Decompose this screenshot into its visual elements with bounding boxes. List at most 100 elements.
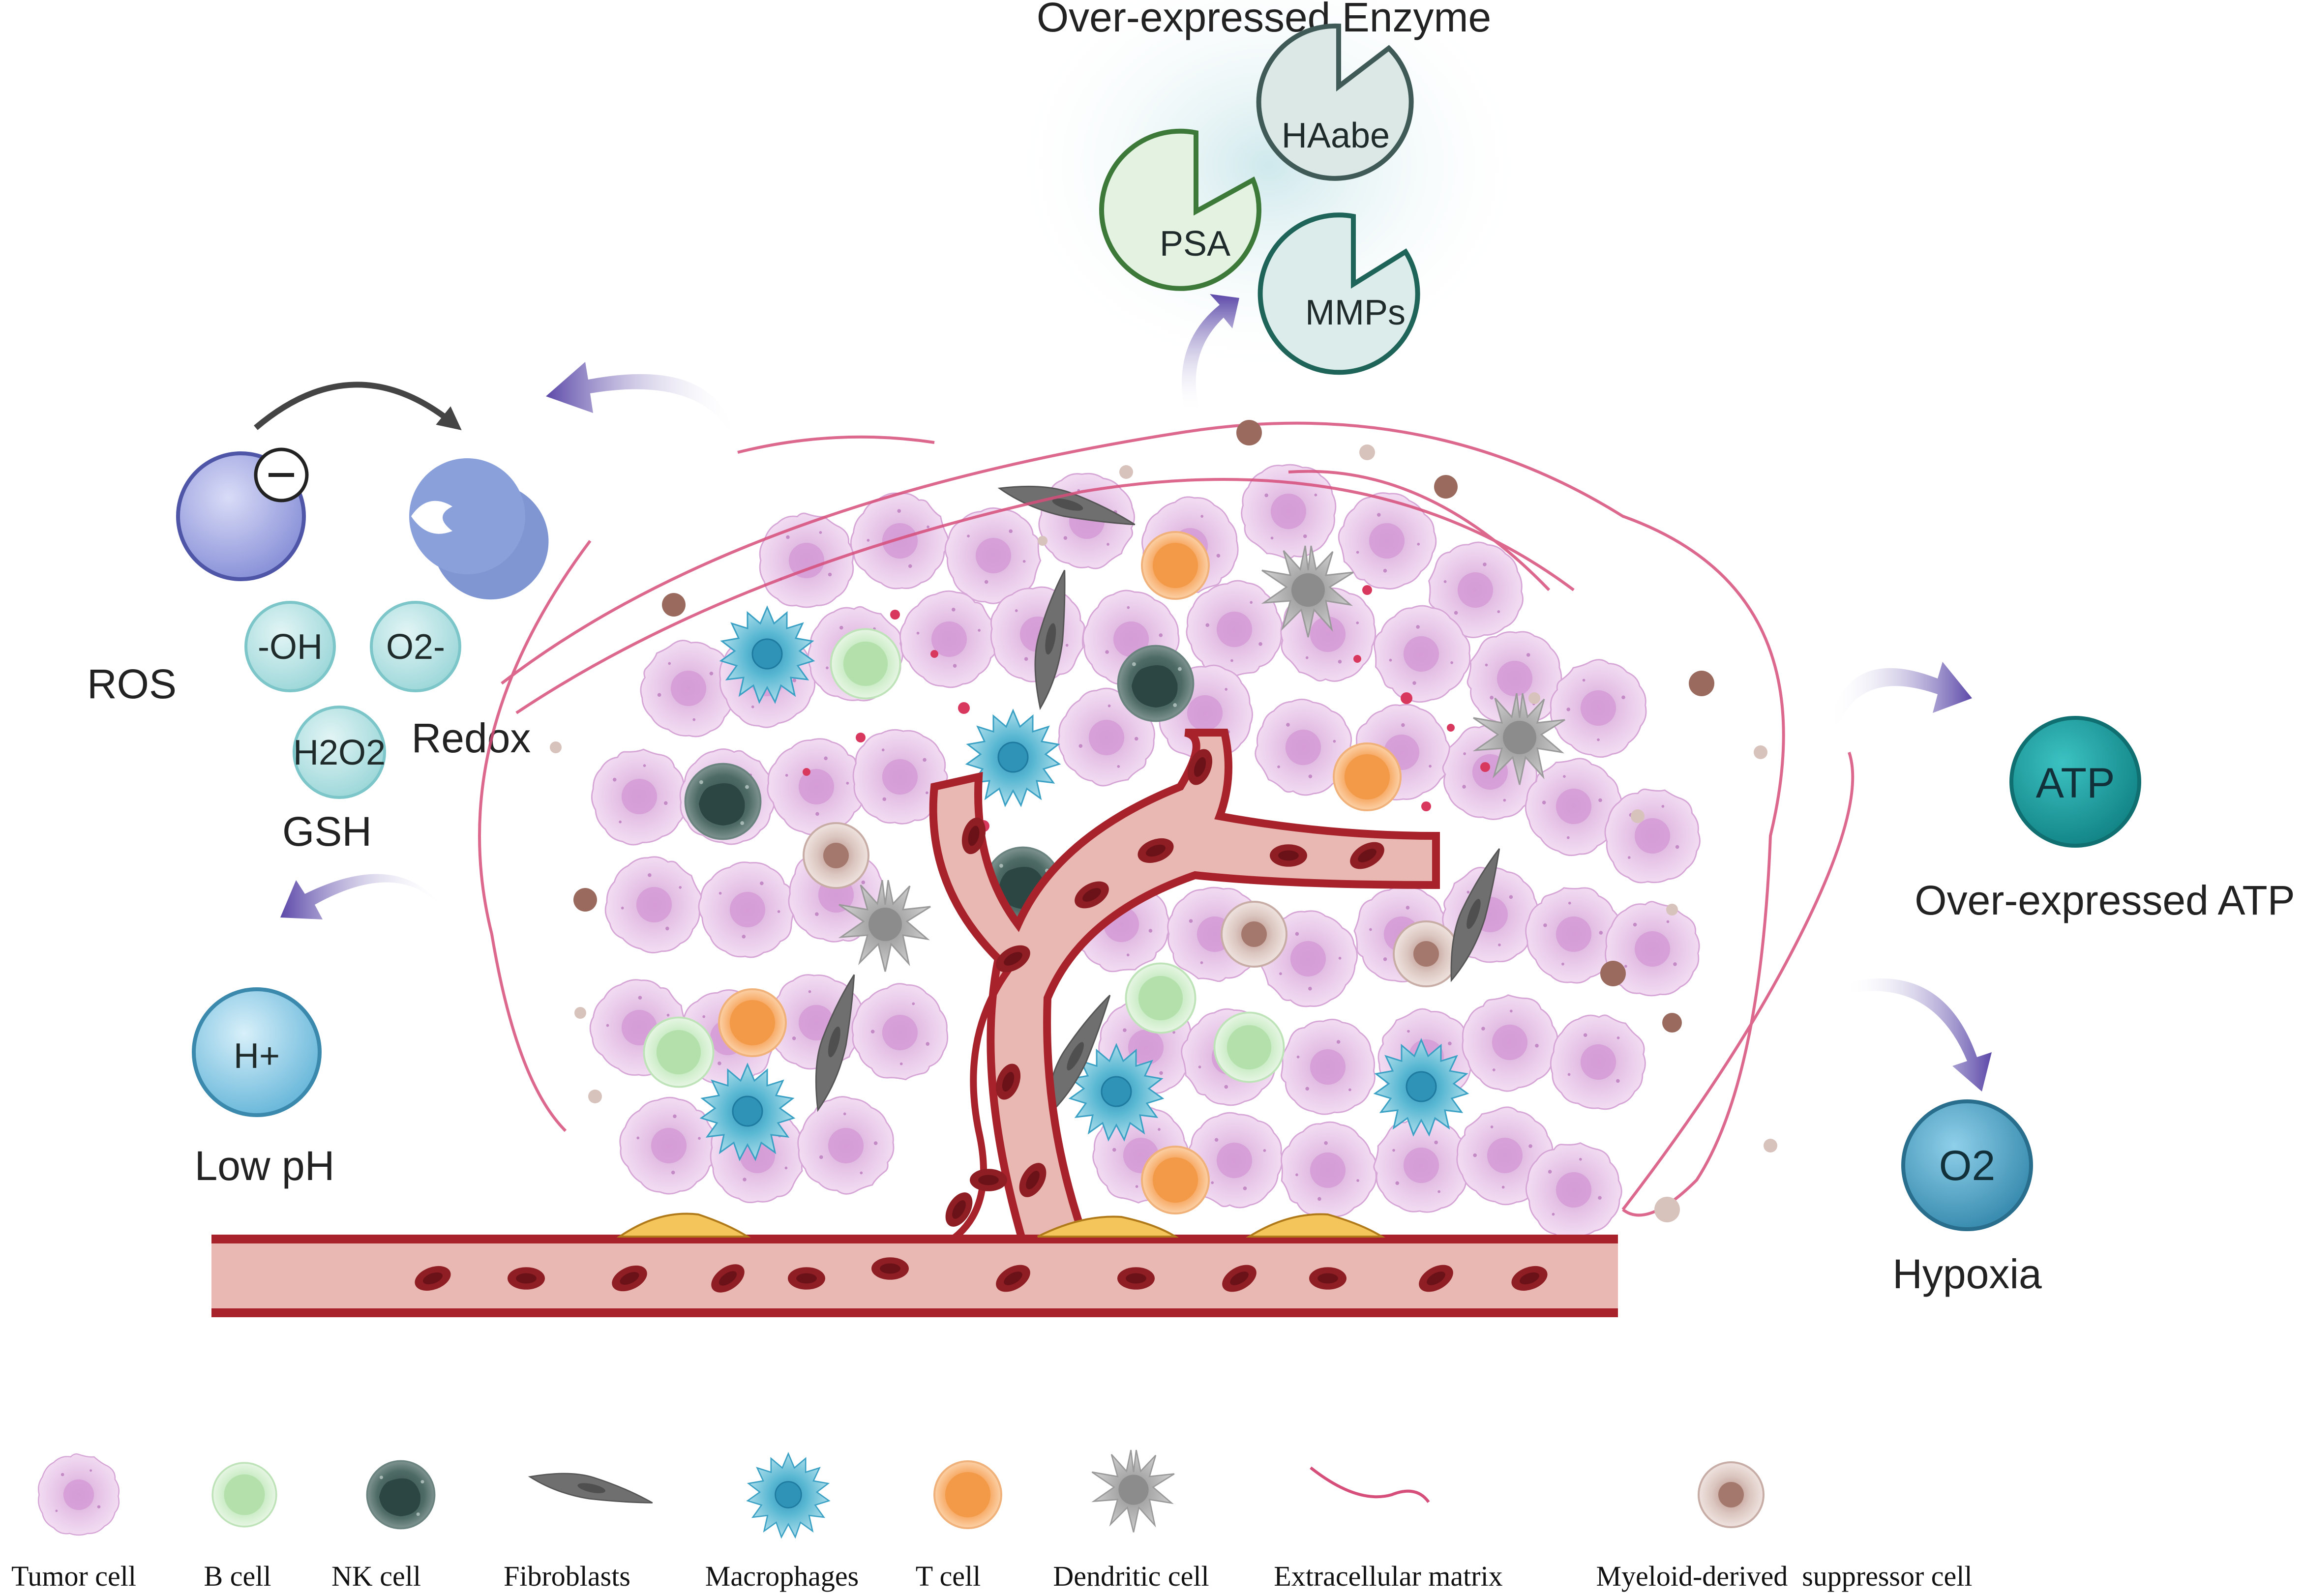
legend-b-cell: B cell	[204, 1560, 271, 1592]
particle	[1362, 585, 1372, 595]
tumor-cell-icon	[37, 1453, 120, 1536]
particle	[1666, 904, 1678, 916]
tumor-cell	[1447, 979, 1572, 1105]
particle	[1353, 655, 1361, 663]
legend-mdsc: Myeloid-derived suppressor cell	[1596, 1560, 1972, 1592]
endothelial-cell-1	[616, 1212, 751, 1238]
ecm-fiber-3	[478, 540, 592, 1132]
nk-cell	[1117, 645, 1195, 722]
enzyme-mmps-label: MMPs	[1305, 293, 1406, 332]
myeloid-derived-suppressor-cell	[803, 822, 869, 889]
particle	[1119, 465, 1133, 479]
endothelial-cell-2	[1037, 1215, 1179, 1238]
b-cell	[643, 1016, 715, 1088]
red-blood-cell	[940, 1187, 978, 1232]
endothelial-cells	[616, 1212, 1385, 1238]
t-cell	[1333, 742, 1402, 811]
t-cell	[718, 988, 787, 1057]
b-cell-icon	[211, 1462, 277, 1528]
myeloid-derived-suppressor-cell	[1393, 920, 1460, 987]
ecm-fiber-1	[501, 421, 1785, 1217]
red-blood-cell	[1117, 1267, 1155, 1290]
hypoxia-label: Hypoxia	[1892, 1251, 2042, 1297]
particle	[1528, 692, 1540, 704]
superoxide-icon	[370, 601, 461, 692]
legend-dendritic-cell: Dendritic cell	[1053, 1560, 1209, 1592]
redox-notch-icon	[411, 501, 452, 534]
particle	[1236, 420, 1262, 445]
red-blood-cell	[871, 1257, 909, 1280]
particle	[1359, 444, 1375, 460]
oxygen-symbol: O2	[1939, 1142, 1996, 1189]
particle	[1038, 536, 1047, 546]
atp-label: Over-expressed ATP	[1915, 877, 2295, 923]
b-cell	[1213, 1011, 1285, 1083]
low-ph-arrow-icon	[280, 874, 448, 919]
cell-type-legend: Tumor cell B cell NK cell Fibroblasts Ma…	[11, 1449, 1973, 1592]
cytokine-particles	[550, 420, 1777, 1222]
enzyme-haabe-icon	[1256, 23, 1414, 181]
hydrogen-peroxide-icon	[293, 706, 386, 799]
ecm-fiber-2	[515, 478, 1575, 714]
particle	[1689, 671, 1714, 696]
legend-extracellular-matrix: Extracellular matrix	[1274, 1560, 1502, 1592]
red-blood-cell	[1309, 1267, 1346, 1290]
endothelial-cell-3	[1246, 1213, 1385, 1238]
redox-arrow-icon	[546, 362, 738, 447]
enzyme-haabe-label: HAabe	[1282, 116, 1390, 155]
particle	[1654, 1197, 1680, 1222]
atp-icon	[2009, 716, 2141, 848]
particle	[930, 650, 938, 658]
dendritic-cell-icon	[1091, 1449, 1175, 1533]
nk-cell	[684, 763, 762, 840]
particle	[1401, 692, 1412, 704]
mdsc-icon	[1698, 1461, 1765, 1528]
nk-cell-icon	[366, 1460, 436, 1530]
tumor-cell	[780, 1080, 912, 1212]
legend-fibroblasts: Fibroblasts	[504, 1560, 630, 1592]
b-cell	[830, 628, 901, 700]
legend-tumor-cell: Tumor cell	[11, 1560, 136, 1592]
ros-label: ROS	[87, 661, 177, 707]
species-o2-label: O2-	[386, 627, 445, 667]
atp-arrow-icon	[1829, 662, 1972, 723]
blood-vessel-network	[211, 729, 1618, 1317]
tumor-cell	[836, 968, 964, 1097]
tumor-cell	[1237, 460, 1340, 563]
species-oh-label: -OH	[258, 627, 323, 667]
legend-nk-cell: NK cell	[331, 1560, 421, 1592]
proton-symbol: H+	[234, 1036, 280, 1076]
particle	[1434, 475, 1458, 499]
proton-icon	[192, 987, 322, 1117]
particle	[662, 593, 686, 617]
t-cell	[1141, 531, 1210, 600]
particle	[890, 610, 900, 620]
hypoxia-arrow-icon	[1844, 978, 1992, 1092]
hydroxyl-radical-icon	[244, 601, 336, 692]
particle	[1631, 809, 1645, 823]
tumor-cell	[1274, 1013, 1381, 1121]
enzyme-psa-label: PSA	[1160, 224, 1230, 264]
enzyme-mmps-icon	[1257, 212, 1420, 375]
oxygen-icon	[1901, 1099, 2033, 1231]
low-ph-label: Low pH	[195, 1143, 335, 1189]
particle	[1600, 961, 1626, 986]
particle	[550, 741, 562, 753]
t-cell-icon	[933, 1460, 1002, 1529]
enzyme-psa-icon	[1099, 128, 1261, 291]
legend-macrophages: Macrophages	[705, 1560, 859, 1592]
particle	[588, 1090, 602, 1103]
particle	[958, 702, 970, 714]
enzyme-arrow-icon	[1182, 294, 1239, 413]
particle	[1662, 1013, 1682, 1033]
red-blood-cell	[508, 1267, 545, 1290]
myeloid-derived-suppressor-cell	[1221, 901, 1287, 968]
species-h2o2-label: H2O2	[293, 733, 386, 772]
red-blood-cell	[970, 1169, 1007, 1191]
extracellular-matrix	[478, 421, 1855, 1217]
tumor-cell	[759, 512, 854, 608]
particle	[574, 1007, 586, 1019]
atp-symbol: ATP	[2036, 760, 2115, 807]
